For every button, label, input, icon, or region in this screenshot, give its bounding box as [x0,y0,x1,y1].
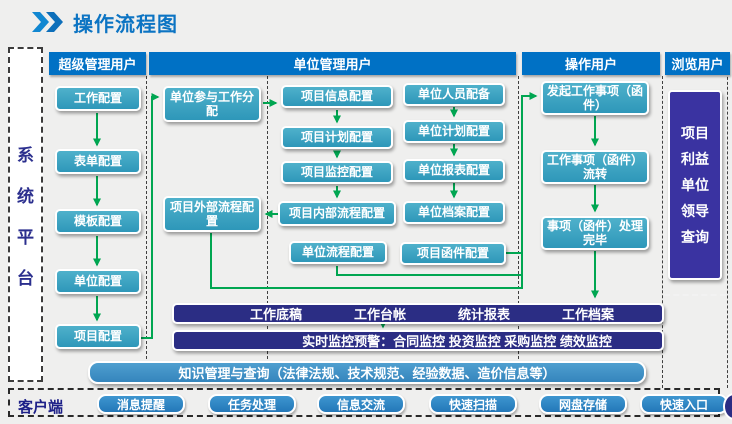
node-unit-staff-config: 单位人员配备 [403,83,505,106]
system-platform-char: 台 [17,268,34,288]
column-divider [267,76,268,384]
column-divider [146,76,147,384]
node-project-monitor-config: 项目监控配置 [281,161,393,184]
viewer-line: 项目 [681,125,709,141]
client-button-message-alert[interactable]: 消息提醒 [97,394,185,414]
client-label: 客户端 [18,399,64,416]
bar-item-work-draft: 工作底稿 [250,307,303,322]
column-header-operator: 操作用户 [522,52,660,75]
node-unit-archive-config: 单位档案配置 [403,201,505,224]
viewer-leader-query-box: 项目 利益 单位 领导 查询 [668,90,722,280]
knowledge-management-text: 知识管理与查询（法律法规、技术规范、经验数据、造价信息等） [178,366,556,381]
viewer-line: 查询 [681,229,709,245]
node-project-plan-config: 项目计划配置 [281,126,393,149]
column-divider [727,52,728,388]
column-divider [518,76,519,384]
column-divider [662,76,663,388]
node-item-completed: 事项（函件）处理完毕 [541,216,649,250]
node-unit-config: 单位配置 [55,269,141,294]
column-header-viewer: 浏览用户 [665,52,730,75]
double-chevron-icon [32,12,63,32]
client-button-cloud-storage[interactable]: 网盘存储 [539,394,627,414]
knowledge-management-bar: 知识管理与查询（法律法规、技术规范、经验数据、造价信息等） [88,361,646,384]
viewer-line: 领导 [681,203,709,219]
client-button-quick-entry[interactable]: 快速入口 [640,394,728,414]
bar-item-work-archive: 工作档案 [561,307,614,322]
node-template-config: 模板配置 [55,209,141,234]
system-platform-char: 统 [17,186,34,206]
viewer-section-divider [664,294,726,296]
node-initiate-work-item: 发起工作事项（函件） [541,81,649,115]
node-project-external-process: 项目外部流程配置 [163,196,261,232]
viewer-line: 单位 [681,177,709,193]
node-project-info-config: 项目信息配置 [281,85,393,108]
column-header-unit-admin: 单位管理用户 [149,52,516,75]
realtime-monitor-bar: 实时监控预警：合同监控 投资监控 采购监控 绩效监控 [172,330,664,351]
bar-item-work-ledger: 工作台帐 [353,307,406,322]
node-project-config: 项目配置 [55,324,141,349]
bar-item-stat-report: 统计报表 [457,307,510,322]
realtime-monitor-text: 实时监控预警：合同监控 投资监控 采购监控 绩效监控 [302,334,612,349]
node-project-internal-process: 项目内部流程配置 [278,201,396,226]
page-title: 操作流程图 [73,13,178,36]
client-button-info-exchange[interactable]: 信息交流 [317,394,405,414]
column-header-super-admin: 超级管理用户 [49,52,146,75]
system-platform-char: 平 [17,227,34,247]
system-platform-char: 系 [17,145,34,165]
viewer-line: 利益 [681,151,709,167]
client-button-task-handling[interactable]: 任务处理 [208,394,296,414]
node-unit-report-config: 单位报表配置 [403,159,505,182]
node-work-item-flow: 工作事项（函件）流转 [541,150,649,184]
node-form-config: 表单配置 [55,149,141,174]
node-project-letter-config: 项目函件配置 [400,242,506,265]
page-header: 操作流程图 [32,8,178,36]
node-unit-process-config: 单位流程配置 [289,241,387,264]
system-platform-panel: 系 统 平 台 [8,47,43,382]
node-unit-plan-config: 单位计划配置 [403,120,505,143]
node-unit-participation: 单位参与工作分配 [163,86,261,122]
work-documents-bar: 工作底稿 工作台帐 统计报表 工作档案 [172,303,664,324]
node-work-config: 工作配置 [55,86,141,111]
client-button-quick-scan[interactable]: 快速扫描 [429,394,517,414]
